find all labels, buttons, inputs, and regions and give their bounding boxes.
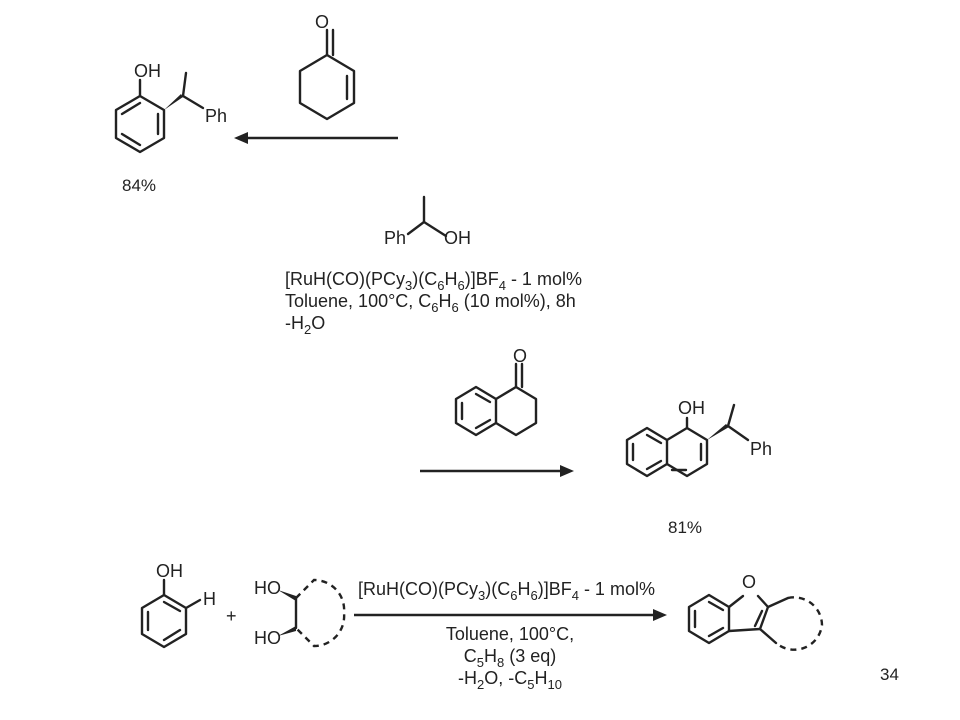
benzofuran-product-structure [687,593,824,651]
diol-ho-bottom-label: HO [254,628,281,648]
product-1-structure [114,71,205,154]
product-1-oh-label: OH [134,61,161,81]
solvent-conditions-line: Toluene, 100°C, C6H6 (10 mol%), 8h [285,291,576,315]
product-1-yield: 84% [122,176,156,195]
product-2-structure [625,403,750,478]
tetralone-oxygen-label: O [513,346,527,366]
cyclohexenone-structure [298,28,356,121]
cyclopentene-conditions-line: C5H8 (3 eq) [464,646,557,670]
page-number: 34 [880,665,899,684]
water-loss-line: -H2O [285,313,325,337]
alcohol-ph-label: Ph [384,228,406,248]
phenol-h-label: H [203,589,216,609]
alcohol-oh-label: OH [444,228,471,248]
tetralone-structure [454,362,538,437]
benzofuran-oxygen-label: O [742,572,756,592]
svg-text:O: O [315,12,329,32]
phenol-structure [140,578,202,649]
reaction-arrow-1 [234,132,398,144]
product-2-oh-label: OH [678,398,705,418]
product-2-ph-label: Ph [750,439,772,459]
product-1-ph-label: Ph [205,106,227,126]
plus-sign: + [226,606,237,626]
byproduct-conditions-line: -H2O, -C5H10 [458,668,562,692]
solvent-conditions-line-3: Toluene, 100°C, [446,624,574,644]
reaction-arrow-3 [354,609,667,621]
catalyst-conditions-line: [RuH(CO)(PCy3)(C6H6)]BF4 - 1 mol% [285,269,582,293]
phenol-oh-label: OH [156,561,183,581]
1-phenylethanol-structure [406,195,448,238]
product-2-yield: 81% [668,518,702,537]
diol-structure [278,578,346,648]
carbonyl-oxygen-label: O [315,12,329,32]
diol-ho-top-label: HO [254,578,281,598]
catalyst-conditions-line-3: [RuH(CO)(PCy3)(C6H6)]BF4 - 1 mol% [358,579,655,603]
reaction-arrow-2 [420,465,574,477]
